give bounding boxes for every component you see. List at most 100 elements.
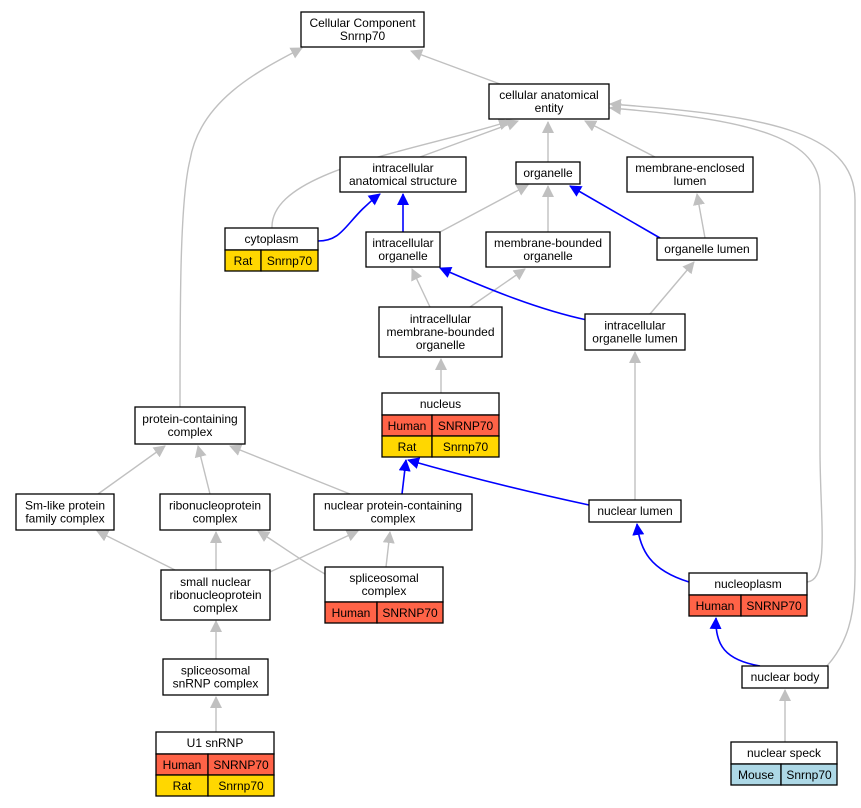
- node-label-line: ribonucleoprotein: [169, 588, 261, 602]
- node-box: [741, 665, 829, 689]
- node-nuclear-body[interactable]: nuclear body: [741, 665, 829, 689]
- node-label-line: complex: [371, 512, 416, 526]
- node-label-line: organelle: [416, 338, 466, 352]
- node-box: [626, 156, 754, 193]
- node-label-line: cytoplasm: [244, 232, 298, 246]
- node-label-line: small nuclear: [180, 575, 251, 589]
- node-label-line: snRNP complex: [173, 677, 259, 691]
- species-label: Rat: [173, 779, 192, 793]
- node-label-line: intracellular: [604, 318, 665, 332]
- node-box: [313, 493, 473, 531]
- node-label-line: nuclear body: [751, 670, 820, 684]
- gene-cell: [207, 774, 275, 797]
- node-box: [588, 499, 682, 523]
- edge-cae-to-cc: [410, 49, 501, 85]
- gene-label: SNRNP70: [438, 419, 494, 433]
- node-label-line: intracellular: [372, 161, 433, 175]
- species-label: Human: [388, 419, 427, 433]
- node-label-line: organelle lumen: [664, 242, 749, 256]
- gene-cell: [780, 763, 838, 786]
- gene-label: Snrnp70: [267, 254, 313, 268]
- edge-imbo-to-mbo: [469, 268, 526, 308]
- node-nuclear-lumen[interactable]: nuclear lumen: [588, 499, 682, 523]
- edge-rnp-to-pcc: [194, 445, 211, 495]
- species-label: Mouse: [738, 768, 774, 782]
- edge-sc-to-nucpc: [382, 531, 395, 568]
- node-label-line: lumen: [674, 174, 707, 188]
- node-box: [159, 493, 271, 531]
- node-box: [160, 569, 271, 621]
- node-label-line: entity: [535, 101, 564, 115]
- gene-cell: [740, 594, 808, 617]
- edge-nb-to-np: [709, 617, 761, 667]
- edge-slpfc-to-pcc: [97, 445, 166, 495]
- node-label-line: complex: [168, 425, 213, 439]
- edge-imbo-to-io: [411, 268, 431, 308]
- gene-cell: [376, 601, 444, 624]
- node-label-line: complex: [193, 512, 238, 526]
- node-label-line: organelle: [378, 249, 428, 263]
- edge-snrnp-to-slpfc: [96, 530, 176, 571]
- node-organelle[interactable]: organelle: [515, 161, 581, 185]
- node-label-line: nuclear protein-containing: [324, 498, 462, 512]
- node-label-line: family complex: [25, 512, 104, 526]
- edge-snrnp-to-nucpc: [269, 530, 359, 573]
- edge-ol-to-mel: [693, 193, 706, 239]
- gene-cell: [431, 435, 500, 458]
- node-label-line: spliceosomal: [181, 663, 250, 677]
- node-label-line: ribonucleoprotein: [169, 498, 261, 512]
- node-organelle-lumen[interactable]: organelle lumen: [656, 237, 758, 261]
- node-box: [656, 237, 758, 261]
- node-label-line: Sm-like protein: [25, 498, 105, 512]
- node-box: [324, 566, 444, 603]
- edge-np-to-nl: [632, 523, 690, 583]
- node-box: [15, 493, 115, 531]
- edge-pcc-to-cc: [179, 47, 303, 408]
- node-label-line: cellular anatomical: [499, 88, 598, 102]
- node-label-line: membrane-bounded: [494, 236, 602, 250]
- species-label: Rat: [398, 440, 417, 454]
- node-label-line: intracellular: [410, 312, 471, 326]
- edge-io-to-org: [439, 184, 529, 233]
- node-label-line: nucleoplasm: [714, 577, 781, 591]
- node-box: [515, 161, 581, 185]
- node-box: [134, 406, 246, 445]
- edge-cyto-to-ias: [317, 193, 381, 242]
- species-label: Rat: [234, 254, 253, 268]
- node-box: [339, 156, 467, 193]
- node-label-line: membrane-enclosed: [635, 161, 744, 175]
- ortholog-row: Rat Snrnp70: [224, 249, 319, 272]
- node-label-line: anatomical structure: [349, 174, 457, 188]
- node-label-line: complex: [193, 601, 238, 615]
- gene-cell: [260, 249, 319, 272]
- edge-sc-to-rnp: [257, 530, 326, 575]
- node-label-line: membrane-bounded: [386, 325, 494, 339]
- gene-label: SNRNP70: [746, 599, 802, 613]
- gene-label: SNRNP70: [213, 758, 269, 772]
- edge-np-to-cae: [609, 102, 823, 583]
